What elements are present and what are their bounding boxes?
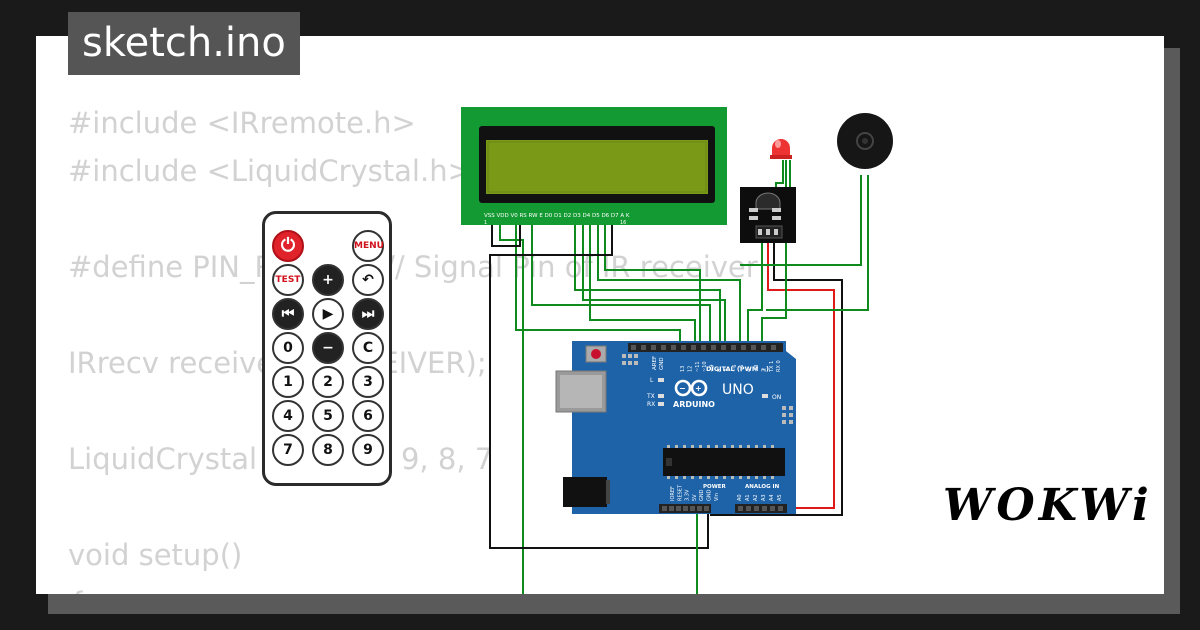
power-label: POWER [703,484,727,490]
button-4[interactable]: 4 [272,400,304,432]
pin-label: ~9 [710,365,716,372]
button-7[interactable]: 7 [272,434,304,466]
wire-lcd-e [531,218,711,342]
button-0[interactable]: 0 [272,332,304,364]
code-line: { [68,586,86,594]
rx-label: RX [647,401,655,408]
menu-button[interactable]: MENU [352,230,384,262]
wire-ir-gnd [710,240,843,516]
svg-text:+: + [695,384,702,393]
button-1[interactable]: 1 [272,366,304,398]
arduino-uno: DIGITAL (PWM ~) − + UNO ARDUINO ON L TX [555,341,796,514]
pin-label: TX 1 [769,361,775,373]
file-tab[interactable]: sketch.ino [68,12,300,75]
pin-label: Vin [714,493,720,501]
lcd-pin-first: 1 [484,220,487,226]
wire-lcd-a [604,218,701,342]
pin-label: 2 [761,369,767,372]
back-button[interactable]: ↶ [352,264,384,296]
prev-button[interactable]: ⏮ [272,298,304,330]
on-label: ON [772,394,781,401]
test-button[interactable]: TEST [272,264,304,296]
wire-lcd-vss [491,218,521,247]
digital-label: DIGITAL (PWM ~) [706,365,769,373]
button-3[interactable]: 3 [352,366,384,398]
pin-label: ~10 [702,361,708,372]
pin-label: A4 [769,494,775,501]
pin-label: 7 [724,369,730,372]
wire-lcd-rs [515,218,681,342]
power-button[interactable]: ⏻ [272,230,304,262]
pin-label: ~3 [754,365,760,372]
play-button[interactable]: ▶ [312,298,344,330]
pin-label: ~6 [732,365,738,372]
wire-lcd-d6 [589,218,696,342]
pin-label: 5V [692,494,698,501]
wire-lcd-k [489,218,709,549]
pin-label: ~5 [739,365,745,372]
wire-lcd-d5 [582,218,726,342]
lcd-pin-last: 16 [620,220,626,226]
microcontroller-chip [663,448,785,476]
minus-button[interactable]: − [312,332,344,364]
wire-ir-vcc [760,240,835,509]
code-line: #include <IRremote.h> [68,106,416,140]
wire-buzzer-signal [740,175,862,266]
wire-buzzer-gnd [766,175,869,311]
code-line: #include <LiquidCrystal.h> [68,154,472,188]
pin-label: 3.3V [685,489,691,501]
pin-label: A1 [745,494,751,501]
code-line: void setup() [68,538,243,572]
svg-text:−: − [679,384,686,393]
plus-button[interactable]: + [312,264,344,296]
pin-label: A0 [737,494,743,501]
wokwi-logo: WOKWi [943,480,1153,531]
pin-label: RESET [677,484,683,501]
button-9[interactable]: 9 [352,434,384,466]
pin-label: 13 [680,366,686,372]
pin-label: IOREF [670,486,676,501]
pin-label: A2 [753,494,759,501]
pin-label: A3 [761,494,767,501]
power-jack [563,477,607,507]
button-2[interactable]: 2 [312,366,344,398]
button-6[interactable]: 6 [352,400,384,432]
pin-label: 4 [747,369,753,372]
buzzer[interactable] [837,113,893,169]
red-led[interactable] [770,139,792,159]
pin-label: GND [707,489,713,501]
button-5[interactable]: 5 [312,400,344,432]
code-background: #include <IRremote.h> #include <LiquidCr… [68,99,758,594]
button-c[interactable]: C [352,332,384,364]
aref-label: AREF [652,356,658,370]
pin-label: ~11 [695,361,701,372]
board-model: UNO [722,382,754,398]
l-label: L [650,377,654,384]
lcd-display: VSS VDD V0 RS RW E D0 D1 D2 D3 D4 D5 D6 … [461,107,727,226]
board-brand: ARDUINO [673,400,715,409]
gnd-label: GND [659,357,665,370]
analog-label: ANALOG IN [745,484,780,490]
pin-label: A5 [777,494,783,501]
wire-lcd-d7 [597,218,741,342]
pin-label: RX 0 [776,360,782,372]
next-button[interactable]: ⏭ [352,298,384,330]
pin-label: 8 [717,369,723,372]
lcd-pin-labels: VSS VDD V0 RS RW E D0 D1 D2 D3 D4 D5 D6 … [484,213,630,219]
button-8[interactable]: 8 [312,434,344,466]
wire-ir-signal [747,240,763,342]
wire-lcd-vdd [499,218,524,594]
ir-receiver[interactable] [740,187,796,243]
pin-label: 12 [687,366,693,372]
arduino-logo [674,379,708,397]
tx-label: TX [646,393,655,400]
pin-label: GND [699,489,705,501]
